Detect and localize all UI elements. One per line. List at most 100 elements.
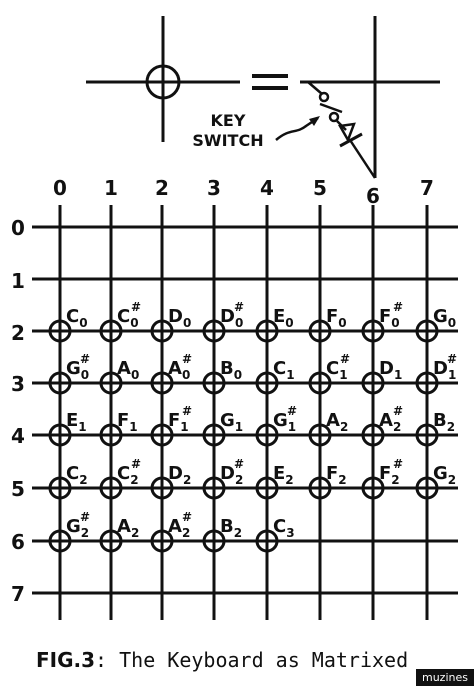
note-letter: A xyxy=(326,410,340,431)
note-octave: 2 xyxy=(448,473,456,487)
junction-circle xyxy=(48,319,72,343)
note-octave: 1 xyxy=(339,368,347,382)
note-letter: E xyxy=(66,410,78,431)
note-label: D0 xyxy=(168,306,191,330)
key-junction: D1 xyxy=(361,358,402,395)
diode-triangle xyxy=(338,122,356,143)
note-octave: 2 xyxy=(81,526,89,540)
key-junction: D2# xyxy=(202,457,244,500)
key-switch-label: KEY xyxy=(211,111,246,130)
note-label: G0 xyxy=(66,358,89,382)
note-letter: C xyxy=(117,306,130,327)
note-letter: D xyxy=(220,463,235,484)
sharp-sign: # xyxy=(131,300,141,314)
note-letter: C xyxy=(66,463,79,484)
note-label: C0 xyxy=(66,306,88,330)
note-letter: D xyxy=(220,306,235,327)
note-octave: 2 xyxy=(340,420,348,434)
note-label: A0 xyxy=(168,358,190,382)
sharp-sign: # xyxy=(182,404,192,418)
key-junction: F1 xyxy=(99,410,138,447)
junction-circle xyxy=(48,529,72,553)
junction-circle xyxy=(150,423,174,447)
note-label: B2 xyxy=(433,410,455,434)
note-octave: 2 xyxy=(131,526,139,540)
note-label: A2 xyxy=(326,410,348,434)
svg-text:SWITCH: SWITCH xyxy=(192,131,263,150)
note-label: F1 xyxy=(168,410,189,434)
note-octave: 0 xyxy=(79,316,87,330)
key-junction: G2 xyxy=(415,463,456,500)
note-letter: F xyxy=(379,306,391,327)
note-octave: 1 xyxy=(180,420,188,434)
key-junction: F0# xyxy=(361,300,403,343)
junction-circle xyxy=(308,476,332,500)
column-label: 2 xyxy=(155,176,169,200)
junction-circle xyxy=(308,319,332,343)
note-label: D0 xyxy=(220,306,243,330)
note-letter: F xyxy=(326,463,338,484)
note-octave: 0 xyxy=(130,316,138,330)
junction-circle xyxy=(99,529,123,553)
column-label: 4 xyxy=(260,176,274,200)
key-junction: G0# xyxy=(48,352,90,395)
sharp-sign: # xyxy=(393,457,403,471)
note-octave: 0 xyxy=(448,316,456,330)
note-label: C3 xyxy=(273,516,295,540)
junction-circle xyxy=(99,319,123,343)
key-junction: D2 xyxy=(150,463,191,500)
note-letter: D xyxy=(433,358,448,379)
note-label: G0 xyxy=(433,306,456,330)
switch-lead-top xyxy=(307,81,323,95)
key-junction: G1# xyxy=(255,404,297,447)
note-letter: A xyxy=(379,410,393,431)
watermark-logo: muzines xyxy=(416,669,474,686)
note-label: C1 xyxy=(273,358,295,382)
note-label: D1 xyxy=(379,358,402,382)
key-junction: A0 xyxy=(99,358,139,395)
note-label: D2 xyxy=(220,463,243,487)
note-letter: D xyxy=(379,358,394,379)
note-octave: 0 xyxy=(235,316,243,330)
note-label: E1 xyxy=(66,410,87,434)
sharp-sign: # xyxy=(287,404,297,418)
junction-circle xyxy=(361,319,385,343)
note-octave: 2 xyxy=(183,473,191,487)
column-label: 5 xyxy=(313,176,327,200)
junction-circle xyxy=(99,476,123,500)
note-label: F2 xyxy=(379,463,400,487)
junction-circle xyxy=(150,319,174,343)
switch-blade xyxy=(319,102,343,114)
note-octave: 2 xyxy=(338,473,346,487)
sharp-sign: # xyxy=(182,352,192,366)
note-octave: 0 xyxy=(81,368,89,382)
key-junction: B2 xyxy=(415,410,455,447)
key-junction: C3 xyxy=(255,516,295,553)
junction-circle xyxy=(255,319,279,343)
key-junction: A0# xyxy=(150,352,192,395)
note-letter: G xyxy=(66,516,81,537)
junction-circle xyxy=(202,371,226,395)
note-letter: A xyxy=(168,358,182,379)
sharp-sign: # xyxy=(340,352,350,366)
note-label: C2 xyxy=(66,463,88,487)
note-octave: 2 xyxy=(235,473,243,487)
sharp-sign: # xyxy=(447,352,457,366)
note-octave: 1 xyxy=(235,420,243,434)
note-octave: 1 xyxy=(286,368,294,382)
row-label: 2 xyxy=(11,321,25,345)
row-label: 7 xyxy=(11,582,25,606)
note-letter: C xyxy=(326,358,339,379)
key-junction: F0 xyxy=(308,306,347,343)
junction-circle xyxy=(202,319,226,343)
key-junction: C1 # xyxy=(308,352,350,395)
note-octave: 0 xyxy=(391,316,399,330)
sharp-sign: # xyxy=(131,457,141,471)
key-junction: D0 xyxy=(150,306,191,343)
key-junction: F2 xyxy=(308,463,347,500)
note-label: A2 xyxy=(117,516,139,540)
note-octave: 2 xyxy=(130,473,138,487)
svg-text:KEY: KEY xyxy=(211,111,246,130)
note-octave: 0 xyxy=(338,316,346,330)
